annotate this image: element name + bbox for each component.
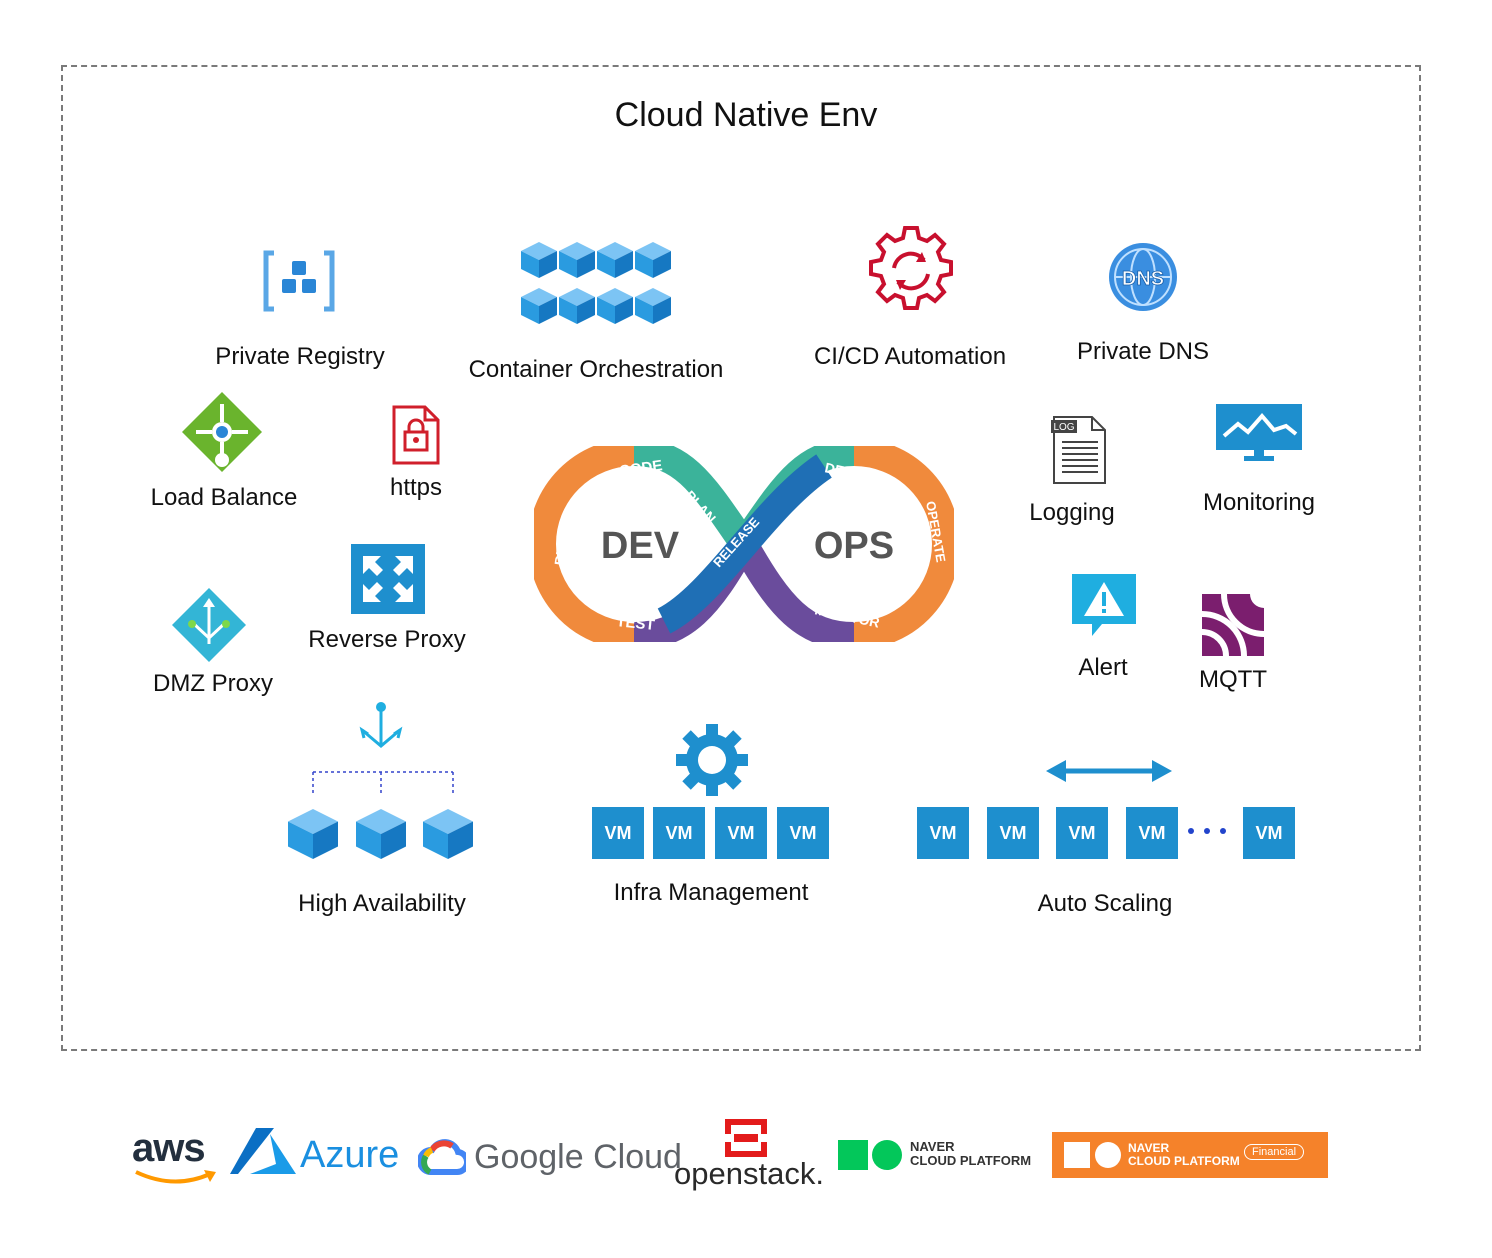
high-availability-diagram (288, 702, 473, 859)
load-balance-label: Load Balance (150, 484, 298, 511)
vm-infra-4: VM (777, 807, 829, 859)
naver-cloud-wordmark: NAVER CLOUD PLATFORM (910, 1140, 1031, 1168)
log-text: LOG (1053, 422, 1074, 433)
dev-text: DEV (601, 525, 680, 567)
dns-text: DNS (1122, 268, 1164, 290)
container-cube-icon (635, 288, 671, 324)
vm-infra-1: VM (592, 807, 644, 859)
dmz-proxy-label: DMZ Proxy (153, 670, 273, 697)
google-cloud-wordmark: Google Cloud (474, 1138, 682, 1176)
container-orchestration-icon (521, 242, 671, 324)
registry-icon (263, 250, 335, 312)
diagram-title: Cloud Native Env (614, 96, 878, 134)
gear-icon (676, 724, 748, 796)
mqtt-label: MQTT (1199, 666, 1267, 693)
vm-scale-1: VM (917, 807, 969, 859)
financial-badge: Financial (1244, 1144, 1305, 1160)
vm-infra-3: VM (715, 807, 767, 859)
load-balancer-icon (182, 392, 262, 472)
naver-fin-text: NAVER (1128, 1141, 1170, 1155)
container-cube-icon (521, 242, 557, 278)
devops-infinity-loop: DEV OPS CODE PLAN BUILD TEST RELEASE DEP… (534, 446, 954, 642)
mqtt-icon (1202, 594, 1264, 656)
openstack-icon (724, 1119, 768, 1157)
private-dns-label: Private DNS (1076, 338, 1210, 365)
monitoring-icon (1216, 404, 1302, 461)
ops-text: OPS (814, 525, 894, 567)
dmz-proxy-icon (172, 588, 246, 662)
cicd-gear-icon (869, 226, 953, 310)
ha-cube-icon (423, 809, 473, 859)
ha-cube-icon (356, 809, 406, 859)
naver-cloud-mark (838, 1140, 902, 1170)
cloud-native-boundary (61, 65, 1421, 1051)
https-secure-file-icon (392, 405, 440, 465)
vm-scale-4: VM (1126, 807, 1178, 859)
private-registry-label: Private Registry (215, 343, 385, 370)
vm-infra-2: VM (653, 807, 705, 859)
azure-logo-icon (230, 1128, 296, 1174)
reverse-proxy-label: Reverse Proxy (308, 626, 466, 653)
ha-cube-icon (288, 809, 338, 859)
log-file-icon: LOG (1051, 416, 1106, 484)
ellipsis-dots (1188, 828, 1226, 834)
alert-label: Alert (1078, 654, 1128, 681)
scale-arrow-icon (1046, 760, 1172, 782)
azure-wordmark: Azure (300, 1134, 400, 1176)
reverse-proxy-icon (351, 544, 425, 614)
https-label: https (389, 474, 443, 501)
logging-label: Logging (1029, 499, 1115, 526)
auto-scaling-label: Auto Scaling (1037, 890, 1173, 917)
stage-build: BUILD (551, 522, 573, 567)
dns-globe-icon: DNS (1109, 243, 1177, 311)
naver-financial-logo: NAVER CLOUD PLATFORM Financial (1052, 1132, 1328, 1178)
naver-financial-mark (1064, 1142, 1121, 1168)
vm-scale-n: VM (1243, 807, 1295, 859)
container-cube-icon (635, 242, 671, 278)
container-cube-icon (559, 288, 595, 324)
container-orchestration-label: Container Orchestration (468, 356, 724, 383)
aws-logo: aws (132, 1126, 206, 1170)
naver-fin-sub-text: CLOUD PLATFORM (1128, 1154, 1240, 1168)
naver-sub-text: CLOUD PLATFORM (910, 1153, 1032, 1168)
cicd-label: CI/CD Automation (813, 343, 1007, 370)
google-cloud-icon (418, 1139, 466, 1176)
infra-management-label: Infra Management (613, 879, 809, 906)
container-cube-icon (521, 288, 557, 324)
openstack-wordmark: openstack. (674, 1156, 824, 1191)
container-cube-icon (597, 288, 633, 324)
alert-icon (1072, 574, 1136, 636)
container-cube-icon (559, 242, 595, 278)
aws-smile-icon (135, 1170, 216, 1184)
monitoring-label: Monitoring (1202, 489, 1316, 516)
naver-text: NAVER (910, 1139, 955, 1154)
vm-scale-2: VM (987, 807, 1039, 859)
stage-code: CODE (618, 457, 663, 480)
container-cube-icon (597, 242, 633, 278)
high-availability-label: High Availability (298, 890, 466, 917)
vm-scale-3: VM (1056, 807, 1108, 859)
stage-test: TEST (616, 613, 656, 634)
